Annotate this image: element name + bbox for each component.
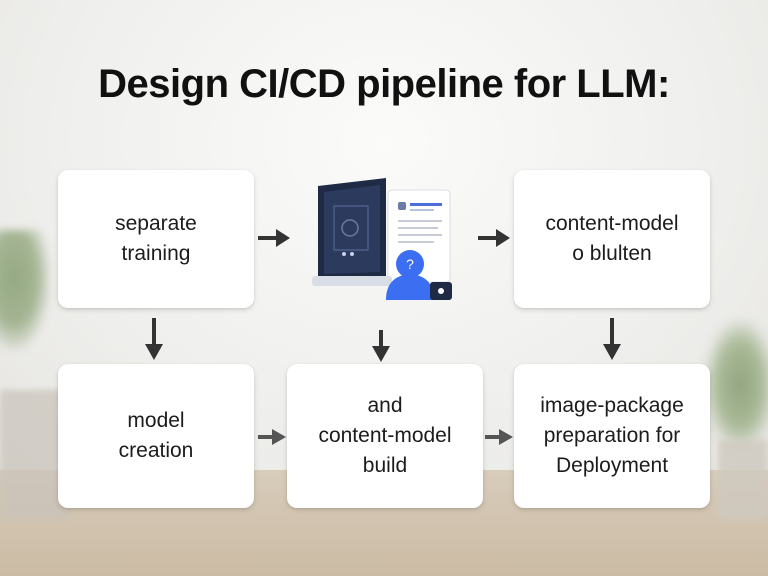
step-text-line: Deployment [555, 454, 669, 477]
arrow-right-icon [258, 229, 290, 247]
step-text-line: o blulten [572, 242, 652, 265]
step-text-line: creation [118, 439, 194, 462]
step-text-line: training [121, 242, 191, 265]
diagram-title: Design CI/CD pipeline for LLM: [98, 62, 670, 106]
step-content-model-build: and content-model build [287, 364, 483, 508]
step-text-line: separate [115, 212, 197, 235]
step-model-creation: model creation [58, 364, 254, 508]
step-image-package-preparation: image-package preparation for Deployment [514, 364, 710, 508]
arrow-down-icon [372, 330, 390, 362]
step-content-model-bulletin: content-model o blulten [514, 170, 710, 308]
step-separate-training: separate training [58, 170, 254, 308]
step-text-line: content-model [545, 212, 679, 235]
arrow-down-icon [145, 318, 163, 360]
background-pot [718, 440, 768, 520]
step-text-line: preparation for [543, 424, 681, 447]
step-text-line: and [367, 394, 403, 417]
computer-with-document-and-user-icon: ? [310, 172, 460, 304]
arrow-right-icon [478, 229, 510, 247]
arrow-right-icon [258, 429, 286, 445]
background-plant-right [705, 320, 768, 450]
badge-glyph: ? [406, 256, 414, 272]
step-text-line: build [362, 454, 408, 477]
step-text-line: model [127, 409, 185, 432]
arrow-down-icon [603, 318, 621, 360]
step-text-line: content-model [318, 424, 452, 447]
arrow-right-icon [485, 429, 513, 445]
step-text-line: image-package [540, 394, 684, 417]
background-plant-left [0, 230, 50, 350]
